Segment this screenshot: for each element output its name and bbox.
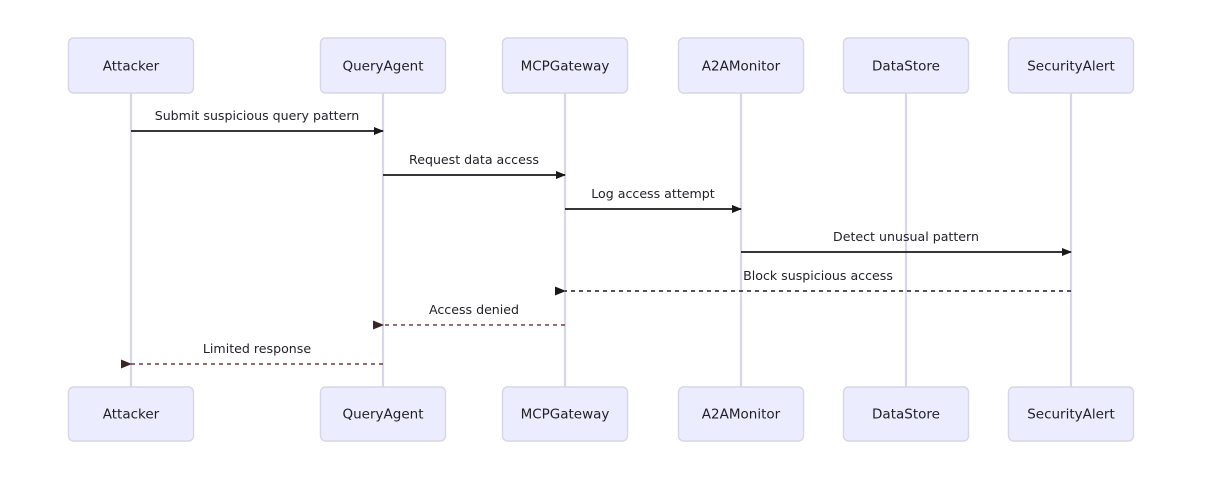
participant-box-top-attacker[interactable] [67,37,195,94]
participant-label-top-queryagent: QueryAgent [343,59,424,75]
lifelines-group [129,93,1073,387]
participant-box-bottom-mcpgateway[interactable] [501,386,629,442]
message-request-data-access[interactable]: Request data access [383,152,566,179]
message-block-suspicious-access[interactable]: Block suspicious access [555,268,1071,296]
participant-box-top-datastore[interactable] [842,37,970,94]
participant-label-bottom-securityalert: SecurityAlert [1027,407,1115,423]
participant-label-bottom-attacker: Attacker [103,407,160,423]
participant-label-bottom-queryagent: QueryAgent [343,407,424,423]
participant-label-top-securityalert: SecurityAlert [1027,59,1115,75]
participants-bottom-group: Attacker QueryAgent MCPGateway A2AMonito… [67,386,1135,442]
participant-label-bottom-a2amonitor: A2AMonitor [702,407,781,423]
message-limited-response[interactable]: Limited response [121,341,383,369]
message-label-log-access-attempt: Log access attempt [591,186,715,201]
participant-label-top-attacker: Attacker [103,59,160,75]
participant-box-bottom-securityalert[interactable] [1007,386,1135,442]
participant-box-bottom-datastore[interactable] [842,386,970,442]
participant-label-top-mcpgateway: MCPGateway [521,59,610,75]
participant-box-bottom-queryagent[interactable] [319,386,447,442]
participant-label-top-datastore: DataStore [872,59,940,75]
message-detect-unusual-pattern[interactable]: Detect unusual pattern [741,229,1072,256]
participant-box-bottom-a2amonitor[interactable] [677,386,805,442]
message-label-submit-suspicious-query-pattern: Submit suspicious query pattern [155,108,360,123]
participant-label-top-a2amonitor: A2AMonitor [702,59,781,75]
participant-box-top-a2amonitor[interactable] [677,37,805,94]
message-access-denied[interactable]: Access denied [373,302,565,330]
message-log-access-attempt[interactable]: Log access attempt [565,186,742,213]
message-submit-suspicious-query-pattern[interactable]: Submit suspicious query pattern [131,108,384,135]
message-label-detect-unusual-pattern: Detect unusual pattern [833,229,979,244]
participants-top-group: Attacker QueryAgent MCPGateway A2AMonito… [67,37,1135,94]
message-label-access-denied: Access denied [429,302,519,317]
participant-box-top-mcpgateway[interactable] [501,37,629,94]
messages-group: Submit suspicious query pattern Request … [121,108,1072,369]
message-label-block-suspicious-access: Block suspicious access [743,268,893,283]
participant-box-bottom-attacker[interactable] [67,386,195,442]
participant-label-bottom-datastore: DataStore [872,407,940,423]
message-label-request-data-access: Request data access [409,152,539,167]
participant-box-top-queryagent[interactable] [319,37,447,94]
participant-label-bottom-mcpgateway: MCPGateway [521,407,610,423]
message-label-limited-response: Limited response [203,341,311,356]
participant-box-top-securityalert[interactable] [1007,37,1135,94]
